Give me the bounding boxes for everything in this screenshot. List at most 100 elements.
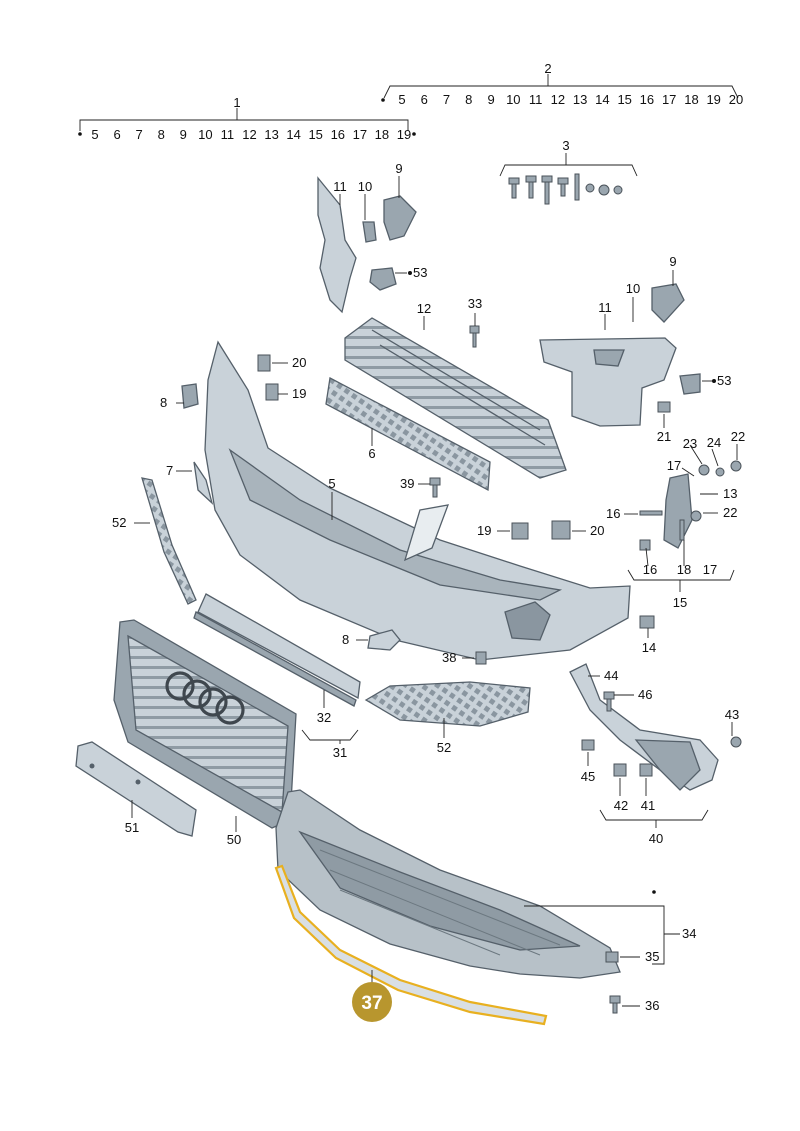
callout-10-right: 10	[626, 281, 640, 296]
callout-18: 18	[677, 562, 691, 577]
callout-16-top: 16	[606, 506, 620, 521]
bracket-item: 14	[595, 92, 609, 107]
callout-19-right: 19	[477, 523, 491, 538]
callout-38: 38	[442, 650, 456, 665]
underbody-panel-34: 34 35 36	[275, 789, 696, 1014]
bracket-item: 8	[158, 127, 165, 142]
callout-14: 14	[642, 640, 656, 655]
callout-52-right: 52	[437, 740, 451, 755]
callout-8-bottom: 8	[342, 632, 349, 647]
bracket-item: 17	[662, 92, 676, 107]
callout-31: 31	[333, 745, 347, 760]
lower-strip-32: 32 31	[193, 593, 361, 760]
callout-33: 33	[468, 296, 482, 311]
bracket-item: 20	[729, 92, 743, 107]
license-plate-bracket-51: 51	[75, 741, 197, 837]
mid-clips: 19 20 14 8 38	[342, 520, 656, 665]
bracket-item: 13	[573, 92, 587, 107]
bracket-item: 9	[180, 127, 187, 142]
bracket-item: 7	[135, 127, 142, 142]
callout-50: 50	[227, 832, 241, 847]
bracket-item: 16	[331, 127, 345, 142]
bracket-1-number: 1	[233, 95, 240, 110]
callout-32: 32	[317, 710, 331, 725]
callout-3: 3	[562, 138, 569, 153]
bumper-cover-5: 5	[204, 340, 631, 661]
callout-9-left: 9	[395, 161, 402, 176]
left-clips: 20 19 8 7 39	[160, 354, 441, 505]
part-37-number: 37	[361, 993, 382, 1014]
callout-36: 36	[645, 998, 659, 1013]
callout-11-left: 11	[333, 179, 347, 194]
bracket-item: 19	[397, 127, 411, 142]
bracket-item: 16	[640, 92, 654, 107]
right-mount-bracket: 11 10 9 53 21	[539, 254, 731, 444]
bracket-item: 15	[308, 127, 322, 142]
bracket-item: 7	[443, 92, 450, 107]
callout-21: 21	[657, 429, 671, 444]
highlighted-part-37[interactable]: 37	[274, 864, 548, 1026]
callout-39: 39	[400, 476, 414, 491]
bracket-2-number: 2	[544, 61, 551, 76]
bracket-item: 18	[684, 92, 698, 107]
fog-grille-52-right: 52	[364, 681, 531, 755]
callout-7: 7	[166, 463, 173, 478]
callout-53-left: 53	[413, 265, 427, 280]
callout-34: 34	[682, 926, 696, 941]
bracket-item: 6	[421, 92, 428, 107]
callout-19-left: 19	[292, 386, 306, 401]
callout-17-bottom: 17	[703, 562, 717, 577]
right-side-fasteners: 23 24 22 17 13 16 22 16 18 17 15	[606, 429, 745, 610]
bracket-item: 14	[286, 127, 300, 142]
left-mount-bracket: 11 10 9 53	[317, 161, 427, 314]
side-trim-52-left: 52	[112, 477, 197, 605]
callout-8-left: 8	[160, 395, 167, 410]
bracket-item: 17	[353, 127, 367, 142]
callout-23: 23	[683, 436, 697, 451]
callout-24: 24	[707, 435, 721, 450]
callout-46: 46	[638, 687, 652, 702]
callout-10-left: 10	[358, 179, 372, 194]
callout-13: 13	[723, 486, 737, 501]
callout-22-bottom: 22	[723, 505, 737, 520]
hardware-set-3: 3	[499, 138, 638, 205]
bracket-item: 15	[617, 92, 631, 107]
callout-5: 5	[328, 476, 335, 491]
callout-17-top: 17	[667, 458, 681, 473]
callout-20-right: 20	[590, 523, 604, 538]
bracket-item: 11	[529, 92, 543, 107]
bracket-item: 9	[487, 92, 494, 107]
callout-52-left: 52	[112, 515, 126, 530]
bracket-item: 6	[113, 127, 120, 142]
bumper-bracket-assembly: 44 46 43 45 42 41 40	[569, 663, 742, 846]
bracket-item: 10	[506, 92, 520, 107]
bracket-item: 5	[398, 92, 405, 107]
bracket-item: 10	[198, 127, 212, 142]
part-37-badge[interactable]	[352, 982, 392, 1022]
bracket-item: 12	[242, 127, 256, 142]
callout-44: 44	[604, 668, 618, 683]
grille-carrier-12: 12 33	[344, 296, 567, 479]
callout-6: 6	[368, 446, 375, 461]
callout-12: 12	[417, 301, 431, 316]
bracket-item: 5	[91, 127, 98, 142]
callout-43: 43	[725, 707, 739, 722]
mesh-grille-6: 6	[325, 377, 491, 492]
callout-15: 15	[673, 595, 687, 610]
callout-41: 41	[641, 798, 655, 813]
bracket-item: 19	[706, 92, 720, 107]
callout-35: 35	[645, 949, 659, 964]
bracket-item: 18	[375, 127, 389, 142]
callout-22-top: 22	[731, 429, 745, 444]
callout-40: 40	[649, 831, 663, 846]
bracket-item: 11	[221, 127, 235, 142]
bracket-item: 8	[465, 92, 472, 107]
callout-20-left: 20	[292, 355, 306, 370]
bracket-item: 12	[551, 92, 565, 107]
callout-9-right: 9	[669, 254, 676, 269]
